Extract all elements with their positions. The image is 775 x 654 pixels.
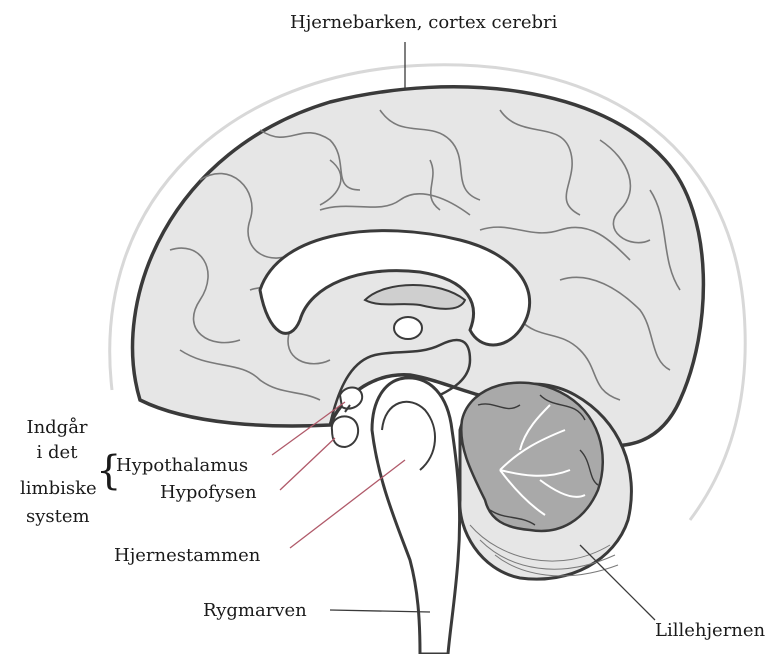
label-cerebellum: Lillehjernen bbox=[655, 620, 765, 642]
label-hypothalamus: Hypothalamus bbox=[116, 455, 248, 477]
hypothalamus-shape bbox=[340, 388, 362, 409]
label-limbic-line-3: limbiske bbox=[20, 478, 94, 500]
pituitary-gland bbox=[332, 416, 358, 447]
leader-brainstem bbox=[290, 460, 405, 548]
label-cortex: Hjernebarken, cortex cerebri bbox=[290, 12, 557, 34]
leader-cerebellum bbox=[580, 545, 655, 620]
label-hypophysis: Hypofysen bbox=[160, 482, 257, 504]
thalamus bbox=[394, 317, 422, 339]
leader-spinal bbox=[330, 610, 430, 612]
label-limbic-line-2: i det bbox=[26, 442, 88, 464]
label-brainstem: Hjernestammen bbox=[114, 545, 260, 567]
label-limbic-line-1: Indgår bbox=[26, 417, 88, 439]
leader-hypophysis bbox=[280, 438, 335, 490]
label-limbic-line-4: system bbox=[26, 506, 88, 528]
label-spinal-cord: Rygmarven bbox=[203, 600, 307, 622]
